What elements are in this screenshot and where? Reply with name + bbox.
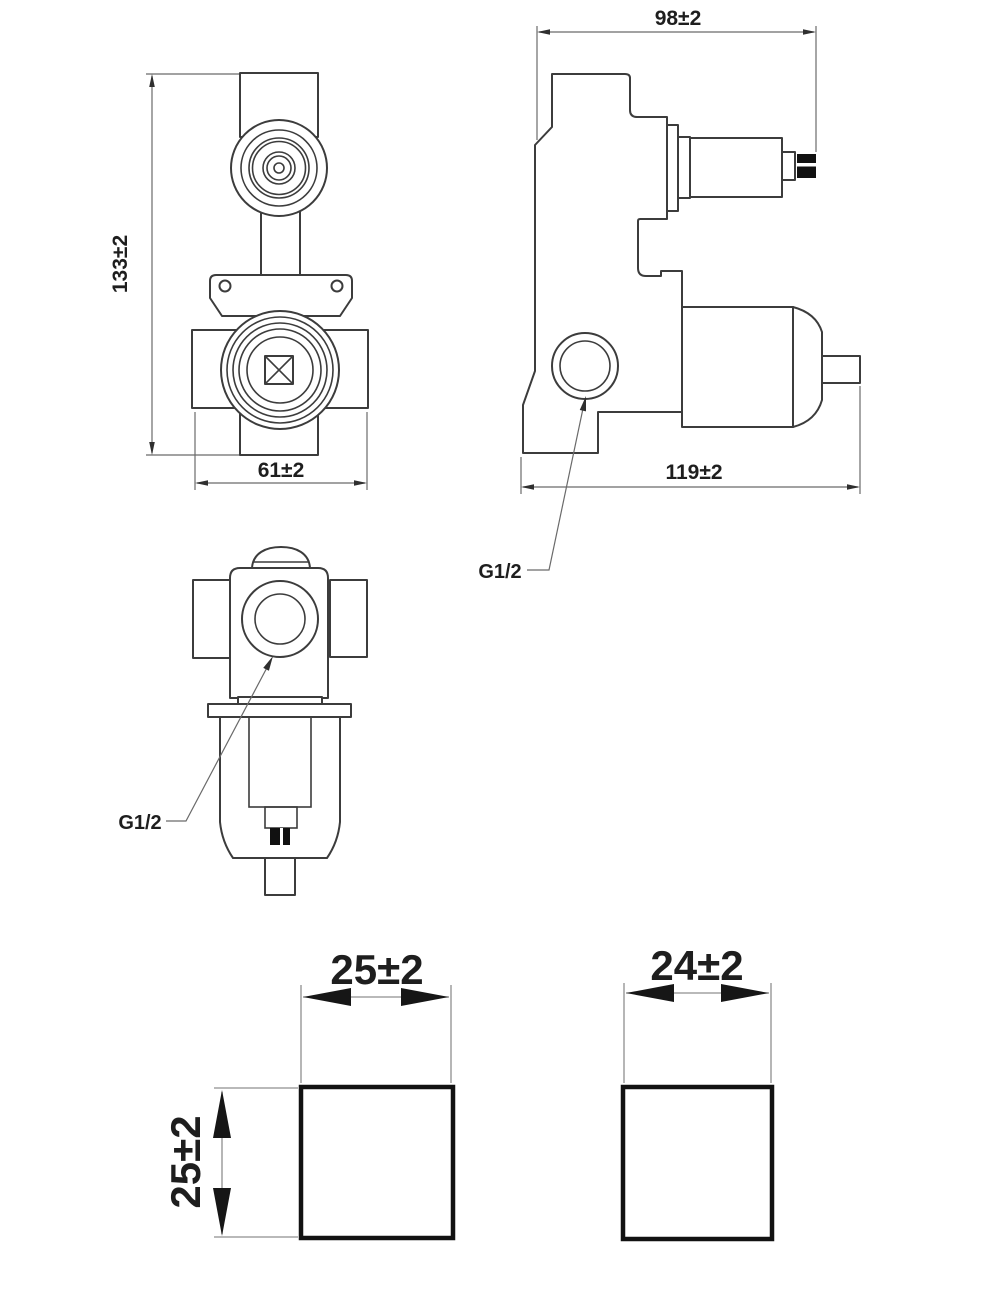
dim-label-top-width: 98±2: [655, 7, 702, 30]
leader-arrowhead: [263, 656, 273, 671]
bottom-stem: [264, 857, 296, 896]
dim-height-133: 133±2: [109, 73, 246, 456]
leader-arrowhead: [579, 396, 587, 412]
arrowhead-right: [401, 988, 449, 1006]
arrowhead-up: [149, 74, 155, 87]
arrowhead-left: [521, 484, 534, 490]
leader-g12-side: G1/2: [478, 396, 587, 583]
dim-label-width: 25±2: [330, 946, 423, 993]
upper-cartridge: [666, 124, 816, 212]
arrowhead-right: [803, 29, 816, 35]
arrowhead-down: [213, 1188, 231, 1236]
bracket-hole-right: [330, 279, 344, 293]
dim-label-height: 25±2: [162, 1115, 209, 1208]
leader-line: [527, 398, 586, 571]
mounting-bracket: [209, 274, 353, 317]
port-thread-label: G1/2: [478, 561, 521, 583]
side-view: 98±2 11: [478, 7, 861, 583]
dome-top: [251, 546, 311, 569]
port-thread-label: G1/2: [118, 812, 161, 834]
cartridge-body: [689, 137, 783, 198]
side-body-outline: [522, 73, 683, 454]
dim-handle-width-24: 24±2: [623, 942, 772, 1083]
dim-label-width: 61±2: [258, 459, 305, 482]
right-port-arm: [329, 579, 368, 658]
dim-width-61: 61±2: [194, 412, 368, 490]
handle-front-square: [298, 1084, 456, 1241]
leader-g12-bottom: G1/2: [118, 656, 273, 834]
outlet-port-circle: [241, 580, 319, 658]
spindle-stem: [821, 355, 861, 384]
square-spindle: [264, 355, 294, 385]
lower-housing: [219, 716, 341, 859]
front-view: 133±2: [109, 72, 369, 490]
cartridge-taper: [792, 306, 823, 428]
diverter-knob-circles: [230, 119, 328, 217]
arrowhead-left: [303, 988, 351, 1006]
lower-cartridge: [681, 306, 861, 428]
cartridge-flange: [666, 124, 679, 212]
left-port-arm: [192, 579, 231, 659]
arrowhead-right: [847, 484, 860, 490]
arrowhead-left: [626, 984, 674, 1002]
dim-width-98: 98±2: [536, 7, 817, 152]
dim-label-height: 133±2: [109, 235, 132, 293]
arrowhead-left: [195, 480, 208, 486]
arrowhead-right: [354, 480, 367, 486]
arrowhead-down: [149, 442, 155, 455]
inlet-port-circle: [551, 332, 619, 400]
cartridge-body: [681, 306, 794, 428]
arrowhead-right: [721, 984, 769, 1002]
dim-handle-height-25: 25±2: [162, 1087, 298, 1238]
dim-label-width: 24±2: [650, 942, 743, 989]
dim-label-overall-width: 119±2: [665, 461, 722, 484]
bracket-hole-left: [218, 279, 232, 293]
handle-side-view: 24±2: [620, 942, 775, 1242]
handle-side-square: [620, 1084, 775, 1242]
arrowhead-left: [537, 29, 550, 35]
bottom-view: G1/2: [118, 546, 368, 896]
leader-line: [166, 659, 272, 822]
flange-plate: [207, 703, 352, 718]
dim-width-119: 119±2: [520, 386, 861, 494]
arrowhead-up: [213, 1090, 231, 1138]
dim-handle-width-25: 25±2: [300, 946, 452, 1083]
handle-front-view: 25±2 25±2: [162, 946, 456, 1241]
